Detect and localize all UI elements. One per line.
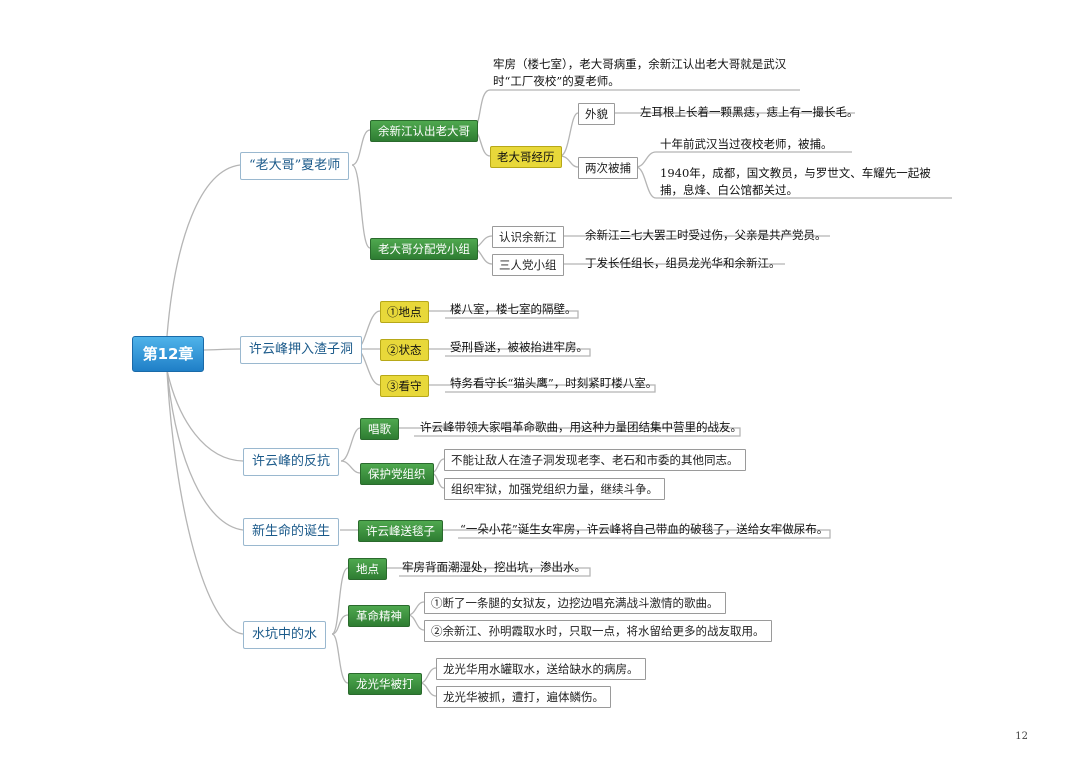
topic-new-life[interactable]: 新生命的诞生 — [243, 518, 340, 546]
branch-recognize[interactable]: 余新江认出老大哥 — [370, 120, 478, 142]
branch-party-group[interactable]: 老大哥分配党小组 — [370, 238, 478, 260]
leaf-know-yu-text: 余新江二七大罢工时受过伤，父亲是共产党员。 — [585, 228, 827, 242]
box-appearance[interactable]: 外貌 — [578, 103, 615, 125]
branch-protect-party[interactable]: 保护党组织 — [360, 463, 434, 485]
topic-xu-prison[interactable]: 许云峰押入渣子洞 — [240, 336, 363, 364]
leaf-blanket-text: “一朵小花”诞生女牢房，许云峰将自己带血的破毯了，送给女牢做尿布。 — [460, 522, 829, 536]
branch-blanket[interactable]: 许云峰送毯子 — [358, 520, 443, 542]
leaf-appearance-text: 左耳根上长着一颗黑痣，痣上有一撮长毛。 — [640, 105, 859, 119]
leaf-state-text: 受刑昏迷，被被抬进牢房。 — [450, 340, 588, 354]
topic-old-brother[interactable]: “老大哥”夏老师 — [240, 152, 350, 180]
branch-long-beaten[interactable]: 龙光华被打 — [348, 673, 422, 695]
leaf-guard-text: 特务看守长“猫头鹰”，时刻紧盯楼八室。 — [450, 376, 658, 390]
tag-location[interactable]: ①地点 — [380, 301, 429, 323]
box-protect-2: 组织牢狱，加强党组织力量，继续斗争。 — [444, 478, 665, 500]
box-three-group[interactable]: 三人党小组 — [492, 254, 564, 276]
leaf-location-text: 楼八室，楼七室的隔壁。 — [450, 302, 577, 316]
tag-guard[interactable]: ③看守 — [380, 375, 429, 397]
box-long-1: 龙光华用水罐取水，送给缺水的病房。 — [436, 658, 646, 680]
topic-water-pit[interactable]: 水坑中的水 — [243, 621, 327, 649]
box-long-2: 龙光华被抓，遭打，遍体鳞伤。 — [436, 686, 611, 708]
branch-experience[interactable]: 老大哥经历 — [490, 146, 562, 168]
root-node[interactable]: 第12章 — [132, 336, 204, 372]
leaf-arrest-2: 1940年，成都，国文教员，与罗世文、车耀先一起被捕，息烽、白公馆都关过。 — [660, 166, 931, 197]
page-number: 12 — [1015, 731, 1028, 742]
topic-xu-resist[interactable]: 许云峰的反抗 — [243, 448, 340, 476]
box-two-arrests[interactable]: 两次被捕 — [578, 157, 638, 179]
box-spirit-1: ①断了一条腿的女狱友，边挖边唱充满战斗激情的歌曲。 — [424, 592, 726, 614]
box-protect-1: 不能让敌人在渣子洞发现老李、老石和市委的其他同志。 — [444, 449, 746, 471]
leaf-pit-location-text: 牢房背面潮湿处，挖出坑，渗出水。 — [402, 560, 586, 574]
tag-state[interactable]: ②状态 — [380, 339, 429, 361]
box-know-yu[interactable]: 认识余新江 — [492, 226, 564, 248]
leaf-arrest-1: 十年前武汉当过夜校老师，被捕。 — [660, 137, 833, 151]
leaf-three-group-text: 丁发长任组长，组员龙光华和余新江。 — [585, 256, 781, 270]
leaf-recognize-text: 牢房（楼七室），老大哥病重，余新江认出老大哥就是武汉时“工厂夜校”的夏老师。 — [493, 57, 787, 88]
leaf-sing-text: 许云峰带领大家唱革命歌曲，用这种力量团结集中营里的战友。 — [420, 420, 742, 434]
branch-spirit[interactable]: 革命精神 — [348, 605, 410, 627]
branch-sing[interactable]: 唱歌 — [360, 418, 399, 440]
box-spirit-2: ②余新江、孙明霞取水时，只取一点，将水留给更多的战友取用。 — [424, 620, 772, 642]
branch-pit-location[interactable]: 地点 — [348, 558, 387, 580]
